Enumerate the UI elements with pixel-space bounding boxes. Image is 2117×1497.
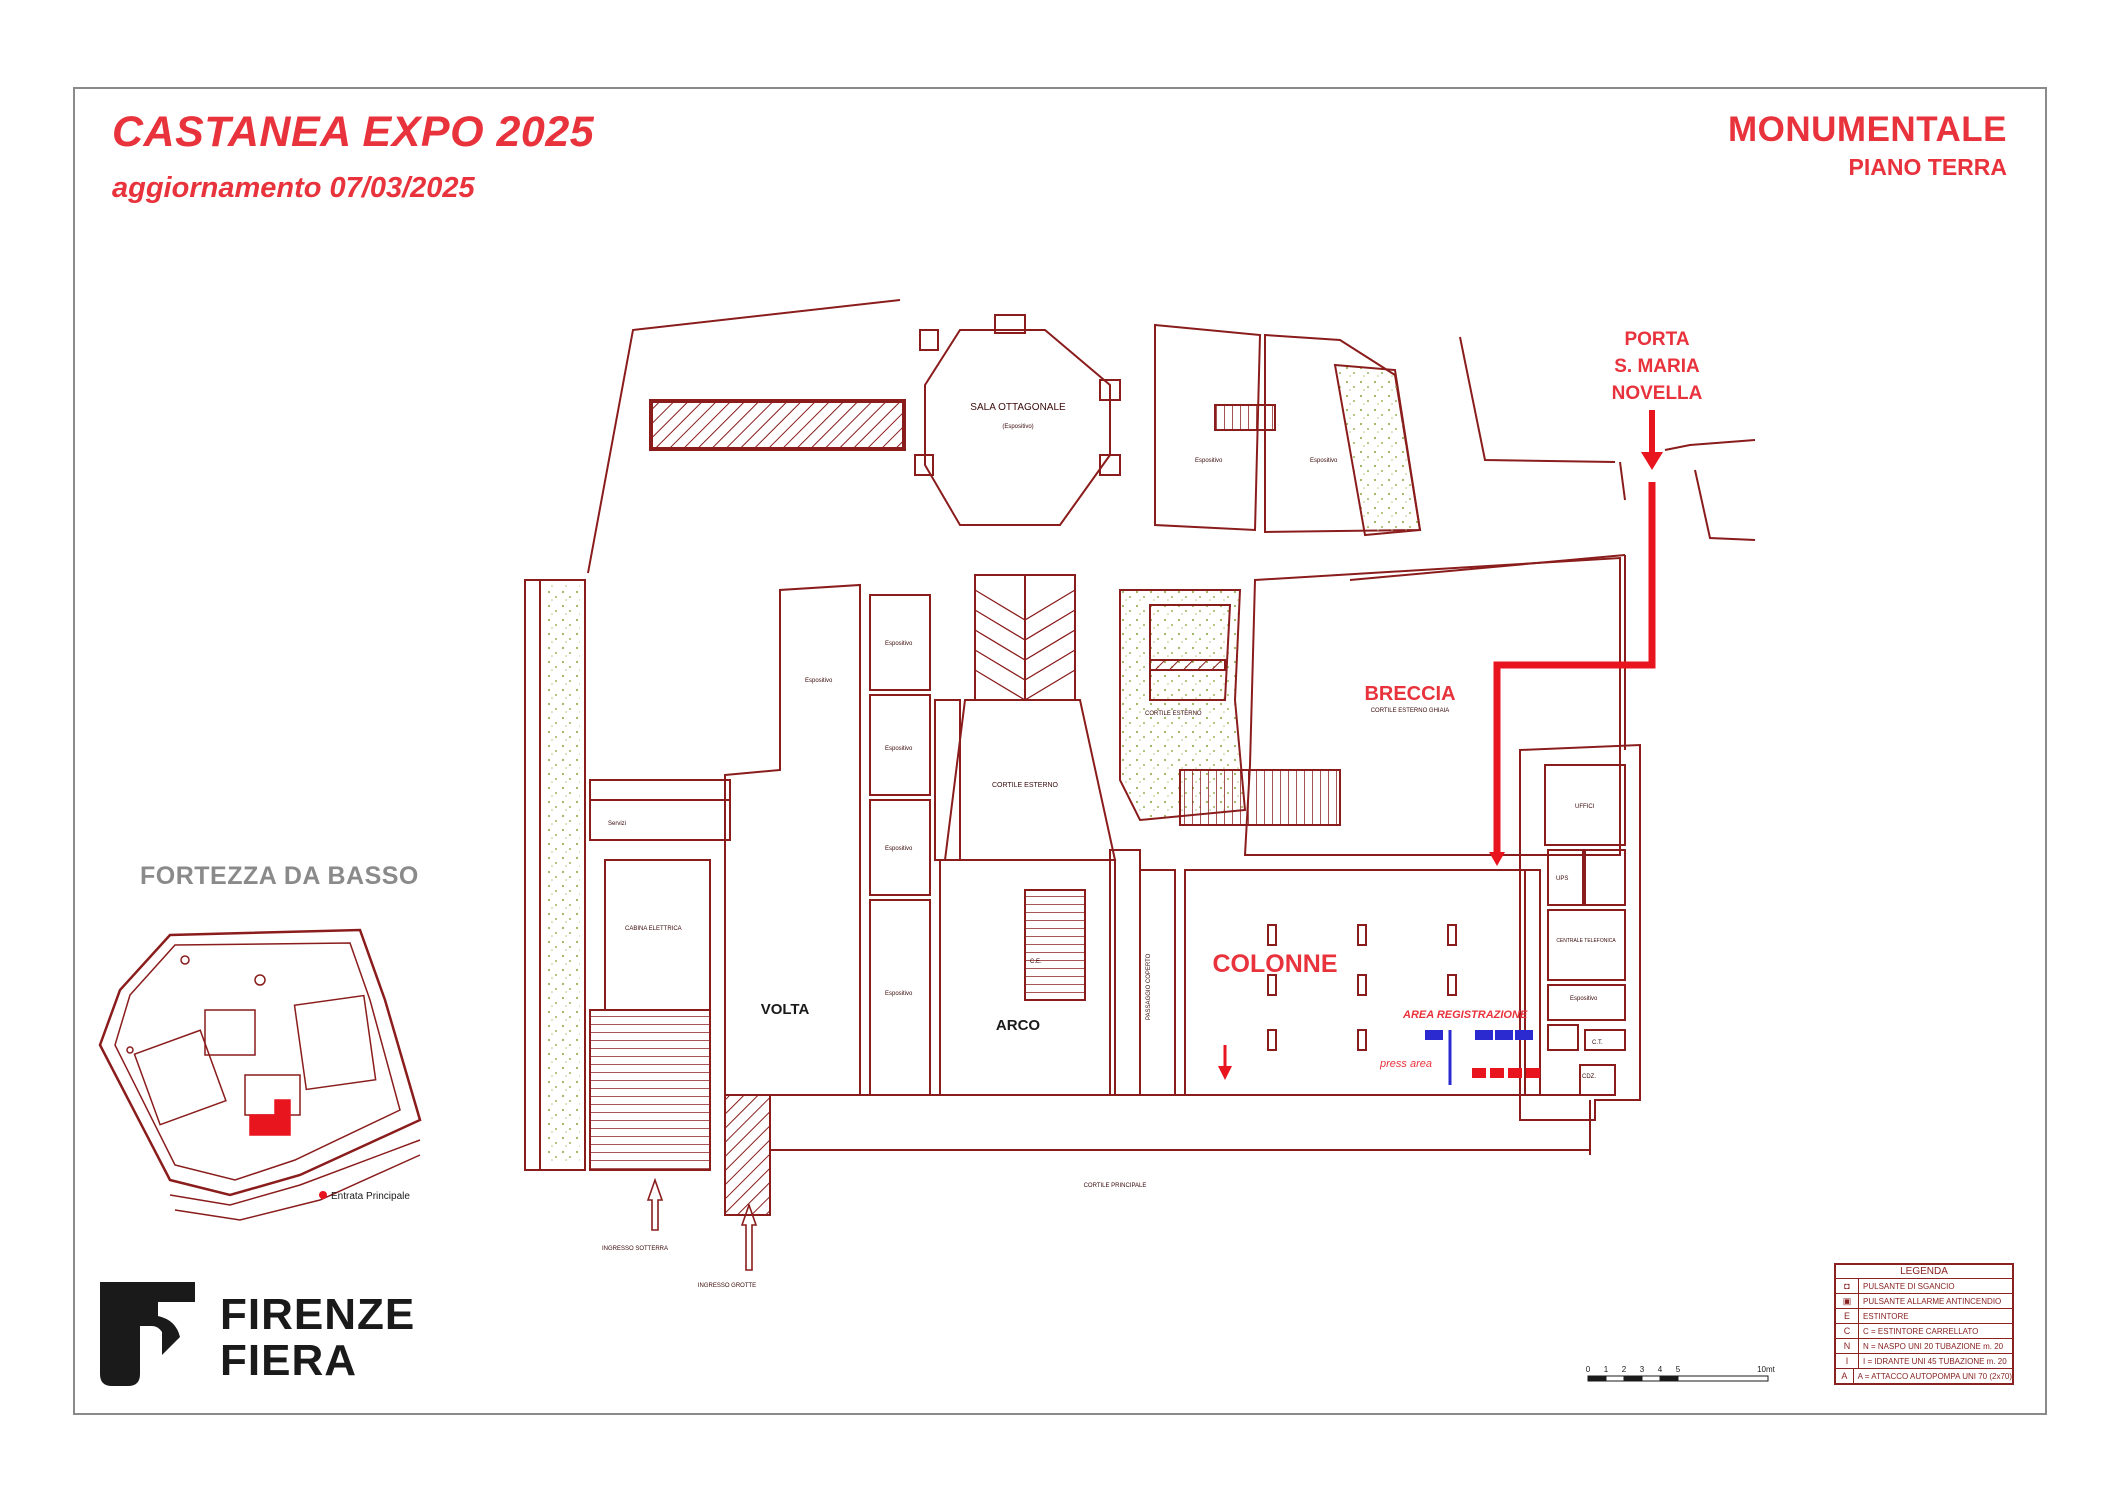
label-passaggio: PASSAGGIO COPERTO xyxy=(1146,953,1152,1020)
label-uffici: UFFICI xyxy=(1575,804,1595,810)
entry-arrow-grotte xyxy=(740,1202,758,1271)
legend-row: ◘ PULSANTE DI SGANCIO xyxy=(1836,1279,2012,1294)
volta-room xyxy=(724,583,861,1096)
scale-bar: 0 1 2 3 4 5 10mt xyxy=(1586,1365,1776,1382)
label-esp-col-4: Espositivo xyxy=(885,991,913,997)
legend-text: ESTINTORE xyxy=(1863,1311,1909,1321)
label-porta-3: NOVELLA xyxy=(1612,383,1703,404)
label-centrale-tel: CENTRALE TELEFONICA xyxy=(1556,938,1616,944)
inset-map xyxy=(98,928,422,1221)
building-name: MONUMENTALE xyxy=(1728,110,2007,149)
label-colonne: COLONNE xyxy=(1213,950,1338,978)
label-cortile-gravel: CORTILE ESTERNO xyxy=(1145,711,1202,717)
legend-symbol: I xyxy=(1836,1354,1859,1368)
label-sala-espositivo: (Espositivo) xyxy=(1002,424,1033,430)
route-arrow-top xyxy=(1641,452,1663,470)
label-arco: ARCO xyxy=(996,1017,1040,1034)
label-breccia: BRECCIA xyxy=(1364,683,1455,705)
floor-name: PIANO TERRA xyxy=(1848,154,2007,180)
east-boundary xyxy=(1459,336,1616,463)
legend-symbol: E xyxy=(1836,1309,1859,1323)
building-section: MONUMENTALE PIANO TERRA xyxy=(1728,110,2007,181)
scale-tick-2: 2 xyxy=(1622,1365,1627,1374)
label-porta-2: S. MARIA xyxy=(1614,356,1700,377)
legend-text: N = NASPO UNI 20 TUBAZIONE m. 20 xyxy=(1863,1341,2004,1351)
legend-symbol: ◘ xyxy=(1836,1279,1859,1293)
colonne-hall xyxy=(1184,869,1526,1096)
east-gate-right xyxy=(1664,439,1756,451)
legend-symbol: N xyxy=(1836,1339,1859,1353)
sala-ottagonale xyxy=(924,329,1111,526)
firenze-fiera-logo-icon xyxy=(100,1282,195,1386)
legend-text: PULSANTE ALLARME ANTINCENDIO xyxy=(1863,1296,2002,1306)
north-boundary xyxy=(587,299,901,574)
ne-gravel-strip xyxy=(1333,363,1422,537)
legend-row: I I = IDRANTE UNI 45 TUBAZIONE m. 20 xyxy=(1836,1354,2012,1369)
event-title: CASTANEA EXPO 2025 xyxy=(112,108,595,156)
label-esp-col-2: Espositivo xyxy=(885,746,913,752)
legend-text: PULSANTE DI SGANCIO xyxy=(1863,1281,1955,1291)
route-line xyxy=(1493,482,1656,855)
label-cabina: CABINA ELETTRICA xyxy=(625,926,682,932)
legend-symbol: ▣ xyxy=(1836,1294,1859,1308)
logo-line-1: FIRENZE xyxy=(220,1290,416,1339)
label-cortile-ghiaia: CORTILE ESTERNO GHIAIA xyxy=(1371,708,1450,714)
legend-row: C C = ESTINTORE CARRELLATO xyxy=(1836,1324,2012,1339)
scale-end: 10mt xyxy=(1757,1365,1776,1374)
espositivo-ne-1 xyxy=(1154,323,1262,532)
label-cortile-esterno: CORTILE ESTERNO xyxy=(992,782,1059,789)
label-area-registrazione: AREA REGISTRAZIONE xyxy=(1402,1009,1528,1021)
scale-tick-5: 5 xyxy=(1676,1365,1681,1374)
label-esp-col-1: Espositivo xyxy=(885,641,913,647)
legend-symbol: A xyxy=(1836,1369,1854,1383)
label-ct: C.T. xyxy=(1592,1040,1603,1046)
breccia-courtyard xyxy=(1243,556,1621,856)
legend-text: I = IDRANTE UNI 45 TUBAZIONE m. 20 xyxy=(1863,1356,2007,1366)
entry-arrow-sx xyxy=(646,1177,664,1231)
label-cortile-principale: CORTILE PRINCIPALE xyxy=(1084,1183,1147,1189)
scale-tick-1: 1 xyxy=(1604,1365,1609,1374)
legend-symbol: C xyxy=(1836,1324,1859,1338)
legend-row: N N = NASPO UNI 20 TUBAZIONE m. 20 xyxy=(1836,1339,2012,1354)
label-esp-volta: Espositivo xyxy=(805,678,833,684)
inset-entrance-label: Entrata Principale xyxy=(331,1191,410,1202)
label-esp-col-3: Espositivo xyxy=(885,846,913,852)
page-frame xyxy=(73,87,2047,1415)
update-date: aggiornamento 07/03/2025 xyxy=(112,172,475,204)
legend-row: ▣ PULSANTE ALLARME ANTINCENDIO xyxy=(1836,1294,2012,1309)
label-ingresso-sx: INGRESSO SOTTERRA xyxy=(602,1246,668,1252)
legend: LEGENDA ◘ PULSANTE DI SGANCIO ▣ PULSANTE A… xyxy=(1834,1263,2014,1385)
inset-title: FORTEZZA DA BASSO xyxy=(140,862,419,890)
label-esp-ne-2: Espositivo xyxy=(1310,458,1338,464)
label-esp-east: Espositivo xyxy=(1570,996,1598,1002)
label-sala-ottagonale: SALA OTTAGONALE xyxy=(970,402,1066,413)
entrance-dot xyxy=(319,1191,327,1199)
label-servizi: Servizi xyxy=(608,821,626,827)
cortile-esterno xyxy=(943,699,1117,861)
route-arrow-end xyxy=(1489,852,1505,866)
label-cdz: CDZ. xyxy=(1582,1074,1596,1080)
scale-tick-4: 4 xyxy=(1658,1365,1663,1374)
label-ce: C.E. xyxy=(1030,959,1042,965)
scale-tick-0: 0 xyxy=(1586,1365,1591,1374)
colonne-entry-arrow xyxy=(1218,1066,1232,1080)
logo-line-2: FIERA xyxy=(220,1336,357,1385)
label-porta-1: PORTA xyxy=(1624,329,1689,350)
label-press-area: press area xyxy=(1379,1058,1432,1070)
legend-text: C = ESTINTORE CARRELLATO xyxy=(1863,1326,1979,1336)
label-volta: VOLTA xyxy=(761,1001,810,1018)
registration-desks xyxy=(1425,1030,1540,1085)
legend-text: A = ATTACCO AUTOPOMPA UNI 70 (2x70) xyxy=(1857,1371,2012,1381)
label-esp-ne-1: Espositivo xyxy=(1195,458,1223,464)
logo-text: FIRENZE FIERA xyxy=(220,1292,415,1384)
east-gate-right2 xyxy=(1694,469,1756,541)
label-ups: UPS xyxy=(1556,876,1568,882)
legend-row: E ESTINTORE xyxy=(1836,1309,2012,1324)
scale-tick-3: 3 xyxy=(1640,1365,1645,1374)
legend-title: LEGENDA xyxy=(1836,1265,2012,1279)
label-ingresso-grotte: INGRESSO GROTTE xyxy=(698,1283,756,1289)
